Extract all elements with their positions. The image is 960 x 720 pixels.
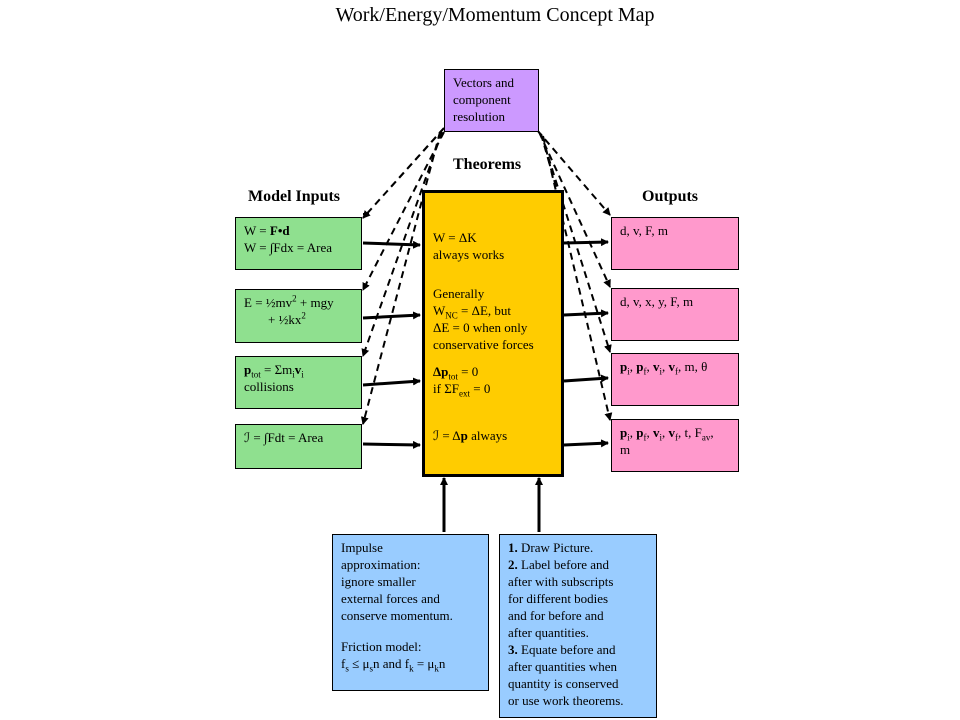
- diagram-title: Work/Energy/Momentum Concept Map: [335, 4, 655, 26]
- theorem-nonconservative: Generally WNC = ΔE, but ΔE = 0 when only…: [433, 286, 534, 352]
- input-impulse-text: ℐ = ∫Fdt = Area: [244, 430, 324, 445]
- step-2: 2. Label before and: [508, 557, 610, 572]
- impulse-approximation-box: Impulse approximation: ignore smaller ex…: [332, 534, 489, 691]
- input-momentum-line2: collisions: [244, 379, 294, 394]
- arrow-work-to-theorems: [362, 240, 421, 249]
- input-impulse-box: ℐ = ∫Fdt = Area: [235, 424, 362, 469]
- output4-box: pi, pf, vi, vf, t, Fav, m: [611, 419, 739, 472]
- input-work-line1: W = F•d: [244, 223, 290, 238]
- arrow-theorems-to-output4: [563, 439, 609, 448]
- problem-steps-box: 1. Draw Picture. 2. Label before and aft…: [499, 534, 657, 718]
- vectors-line: component: [453, 92, 511, 107]
- output3-text: pi, pf, vi, vf, m, θ: [620, 359, 708, 377]
- vectors-box: Vectors and component resolution: [444, 69, 539, 132]
- step-3: 3. Equate before and: [508, 642, 616, 657]
- input-energy-line1: E = ½mv2 + mgy: [244, 293, 334, 310]
- theorems-box: W = ΔK always works Generally WNC = ΔE, …: [422, 190, 564, 477]
- friction-label: Friction model:: [341, 639, 422, 654]
- input-energy-line2: + ½kx2: [268, 310, 306, 327]
- theorem-impulse: ℐ = Δp always: [433, 428, 508, 443]
- dashed-arrow-to-impulse: [360, 131, 441, 425]
- input-work-line2: W = ∫Fdx = Area: [244, 240, 333, 255]
- input-energy-box: E = ½mv2 + mgy + ½kx2: [235, 289, 362, 343]
- dashed-arrow-to-output2: [538, 131, 611, 288]
- output2-box: d, v, x, y, F, m: [611, 288, 739, 341]
- output2-text: d, v, x, y, F, m: [620, 294, 694, 309]
- output1-box: d, v, F, m: [611, 217, 739, 270]
- input-momentum-box: ptot = Σmivi collisions: [235, 356, 362, 409]
- vectors-line: resolution: [453, 109, 505, 124]
- output4-text: pi, pf, vi, vf, t, Fav,: [620, 425, 714, 443]
- input-work-box: W = F•d W = ∫Fdx = Area: [235, 217, 362, 270]
- output3-box: pi, pf, vi, vf, m, θ: [611, 353, 739, 406]
- model-inputs-heading: Model Inputs: [248, 188, 341, 205]
- arrow-theorems-to-output2: [563, 309, 609, 318]
- theorem-work-energy: W = ΔK always works: [433, 230, 505, 262]
- outputs-heading: Outputs: [642, 188, 699, 205]
- theorem-momentum: Δptot = 0 if ΣFext = 0: [433, 364, 491, 399]
- step-1: 1. Draw Picture.: [508, 540, 594, 555]
- theorems-heading: Theorems: [453, 156, 522, 173]
- vectors-line: Vectors and: [453, 75, 515, 90]
- dashed-line: [540, 133, 558, 191]
- dashed-arrow-to-output1: [536, 129, 611, 216]
- dashed-arrow-to-work: [362, 127, 445, 219]
- arrow-energy-to-theorems: [362, 311, 421, 320]
- arrow-momentum-to-theorems: [362, 377, 421, 387]
- output1-text: d, v, F, m: [620, 223, 668, 238]
- output4-line2: m: [620, 442, 631, 457]
- input-momentum-line1: ptot = Σmivi: [244, 362, 304, 380]
- arrow-theorems-to-output3: [563, 374, 609, 383]
- dashed-arrow-to-energy: [362, 131, 445, 291]
- arrow-impulse-to-theorems: [362, 440, 421, 449]
- friction-formula: fs ≤ μsn and fk = μkn: [341, 656, 446, 674]
- arrow-theorems-to-output1: [563, 238, 609, 247]
